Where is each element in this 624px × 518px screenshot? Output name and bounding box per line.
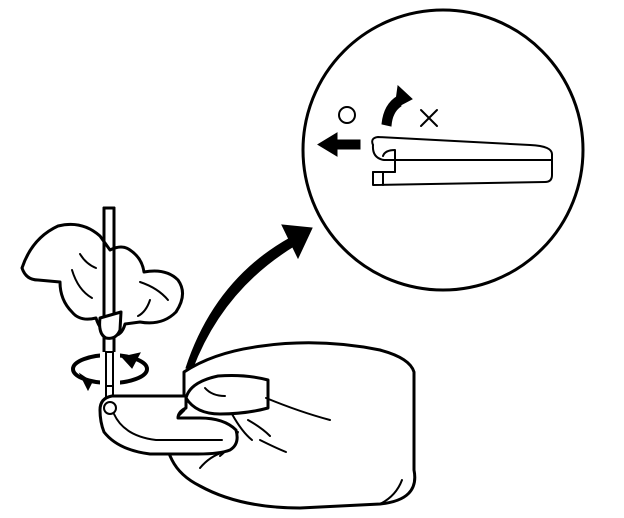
callout-arrow-icon [185,224,313,371]
thumb-tip [98,310,123,340]
detail-callout [301,8,585,292]
clip-lower-arm [372,159,553,186]
lower-hand-wrist [379,479,403,505]
incorrect-mark-icon [420,109,438,127]
hex-handle [98,394,239,456]
lower-hand [163,341,417,510]
magnifier-circle [301,8,585,292]
clip-upper-arm [371,136,554,161]
pull-left-arrow-icon [317,132,361,157]
lift-up-arrow-icon [381,84,413,127]
rotate-arrow-icon [71,351,149,392]
correct-mark-icon [338,106,356,124]
